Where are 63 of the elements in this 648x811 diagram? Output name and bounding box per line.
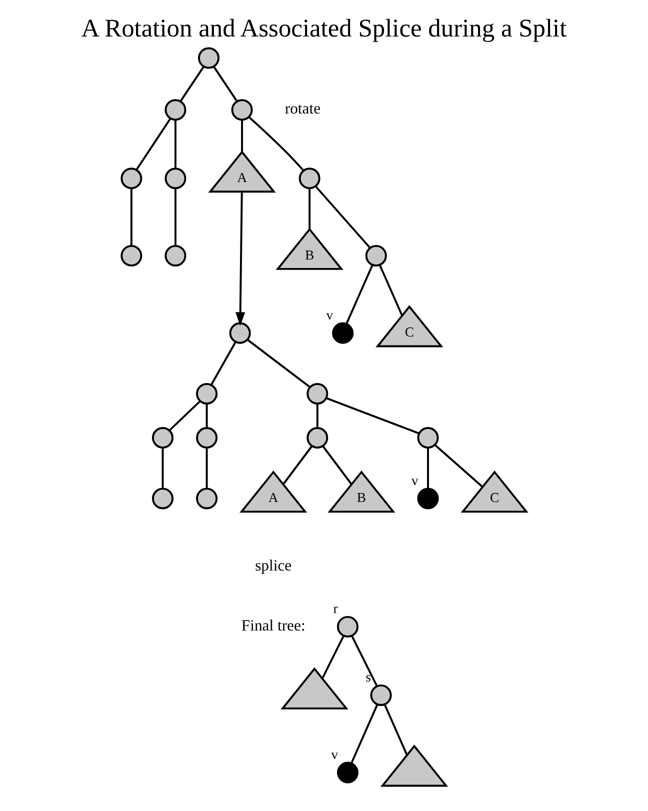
connector xyxy=(350,635,378,686)
connector xyxy=(326,397,420,434)
connector xyxy=(427,448,429,488)
connector xyxy=(308,188,311,230)
connector xyxy=(378,264,403,316)
node-circle xyxy=(229,322,251,344)
connector xyxy=(246,338,310,388)
node-circle xyxy=(332,322,354,344)
node-label: r xyxy=(333,601,338,616)
connector xyxy=(174,120,176,169)
node-circle xyxy=(231,99,253,121)
node-label: v xyxy=(411,472,418,488)
node-circle xyxy=(196,427,218,449)
node-circle xyxy=(120,168,142,190)
node-circle xyxy=(306,382,328,405)
node-circle xyxy=(164,168,186,190)
node-circle xyxy=(306,427,328,449)
connector xyxy=(322,635,345,679)
node-circle xyxy=(336,616,358,638)
connector xyxy=(168,400,201,432)
connector xyxy=(136,118,172,170)
node-circle xyxy=(164,99,186,121)
connector xyxy=(282,445,313,485)
node-circle xyxy=(196,488,218,510)
connector xyxy=(314,186,371,248)
connector xyxy=(162,448,164,488)
connector xyxy=(210,342,236,386)
node-circle xyxy=(120,244,142,266)
node-circle xyxy=(417,427,439,449)
connector xyxy=(180,66,204,102)
node-circle xyxy=(336,762,358,784)
label: Final tree: xyxy=(241,617,306,634)
connector xyxy=(241,120,243,152)
node-label: v xyxy=(331,747,338,762)
connector xyxy=(322,445,352,485)
connector xyxy=(434,444,483,488)
connector xyxy=(384,704,408,756)
node-circle xyxy=(164,244,186,266)
node-circle xyxy=(298,168,320,190)
arrow xyxy=(236,192,246,326)
diagram-title: A Rotation and Associated Splice during a Split xyxy=(81,13,567,42)
label: splice xyxy=(255,558,292,575)
node-circle xyxy=(198,47,220,69)
node-circle xyxy=(417,488,439,510)
node-circle xyxy=(152,427,174,449)
connector xyxy=(206,404,208,428)
node-circle xyxy=(365,244,387,266)
node-circle xyxy=(196,382,218,405)
connector xyxy=(174,188,176,246)
connector xyxy=(130,188,132,246)
node-triangle xyxy=(280,667,348,710)
connector xyxy=(316,404,318,428)
node-triangle xyxy=(380,744,448,787)
connector xyxy=(213,66,238,102)
connector xyxy=(350,704,378,764)
node-label: s xyxy=(366,670,371,685)
node-label: v xyxy=(326,308,334,323)
node-circle xyxy=(152,488,174,510)
connector xyxy=(248,116,304,172)
node-circle xyxy=(370,684,392,706)
label: rotate xyxy=(284,100,321,118)
connector xyxy=(206,448,208,488)
connector xyxy=(346,264,374,324)
